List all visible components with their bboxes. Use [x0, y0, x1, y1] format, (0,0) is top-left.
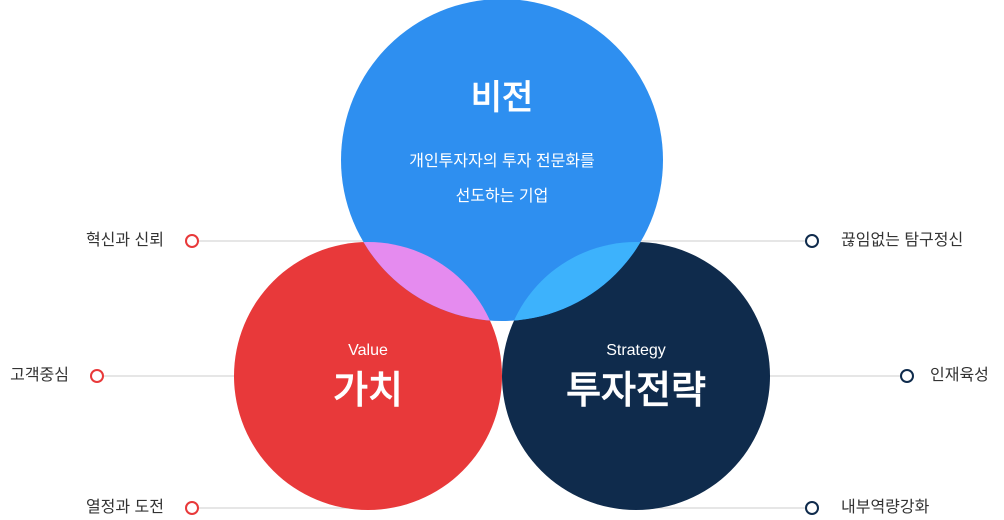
marker-passion — [185, 501, 199, 515]
value-point-innovation: 혁신과 신뢰 — [85, 232, 164, 249]
marker-capability — [805, 501, 819, 515]
strategy-point-talent: 인재육성 — [930, 367, 989, 384]
vision-line-1: 개인투자자의 투자 전문화를 — [409, 153, 595, 170]
marker-talent — [900, 369, 914, 383]
value-point-customer: 고객중심 — [10, 367, 69, 384]
vision-line-2: 선도하는 기업 — [455, 188, 549, 205]
vision-circle — [341, 0, 663, 321]
marker-inquiry — [805, 234, 819, 248]
strategy-title: 투자전략 — [566, 370, 706, 412]
strategy-point-capability: 내부역량강화 — [841, 499, 930, 516]
strategy-point-inquiry: 끊임없는 탐구정신 — [841, 232, 964, 249]
strategy-circle — [502, 242, 770, 510]
vision-title: 비전 — [470, 79, 534, 117]
value-subtitle: Value — [348, 342, 388, 359]
strategy-subtitle: Strategy — [606, 342, 666, 359]
value-point-passion: 열정과 도전 — [85, 499, 164, 516]
marker-innovation — [185, 234, 199, 248]
value-title: 가치 — [333, 370, 403, 412]
marker-customer — [90, 369, 104, 383]
value-circle — [234, 242, 502, 510]
